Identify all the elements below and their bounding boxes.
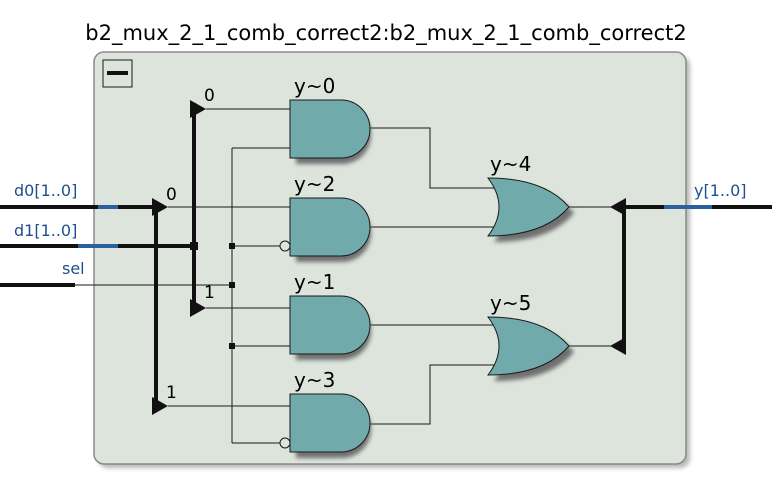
d0-bit1-label: 1: [166, 383, 177, 403]
gate-label-y5: y~5: [490, 291, 531, 315]
module-box[interactable]: [93, 51, 687, 465]
d0-bus-tap-arrow: [152, 397, 168, 415]
d1-bit1-label: 1: [204, 283, 215, 303]
or-gate-y4[interactable]: [486, 177, 574, 242]
and-gate-y2[interactable]: [279, 197, 371, 262]
input-port-d0-label: d0[1..0]: [14, 181, 77, 200]
input-port-d1-label: d1[1..0]: [14, 221, 77, 240]
and-gate-y3[interactable]: [279, 393, 371, 458]
d0-bus-tap-arrow: [152, 198, 168, 216]
output-bus-arrow: [610, 337, 626, 355]
output-port-y-label: y[1..0]: [694, 181, 746, 200]
d1-bus-tap-arrow: [190, 100, 206, 118]
collapse-button[interactable]: [102, 59, 133, 88]
d1-bus-junction: [190, 242, 198, 250]
or-gate-y5[interactable]: [486, 316, 574, 381]
d1-bus-tap-arrow: [190, 299, 206, 317]
output-bus-arrow: [610, 198, 626, 216]
inverter-bubble: [279, 437, 291, 449]
gate-label-y1: y~1: [294, 270, 335, 294]
and-gate-y0[interactable]: [289, 99, 371, 164]
gate-label-y3: y~3: [294, 368, 335, 392]
d0-bit0-label: 0: [166, 185, 177, 205]
gate-label-y4: y~4: [490, 152, 531, 176]
gate-label-y2: y~2: [294, 172, 335, 196]
inverter-bubble: [279, 240, 291, 252]
d1-bit0-label: 0: [204, 86, 215, 106]
minus-icon: [107, 71, 128, 75]
and-gate-y1[interactable]: [289, 295, 371, 360]
diagram-title: b2_mux_2_1_comb_correct2:b2_mux_2_1_comb…: [85, 21, 686, 46]
input-port-sel-label: sel: [62, 259, 85, 278]
gate-label-y0: y~0: [294, 74, 335, 98]
